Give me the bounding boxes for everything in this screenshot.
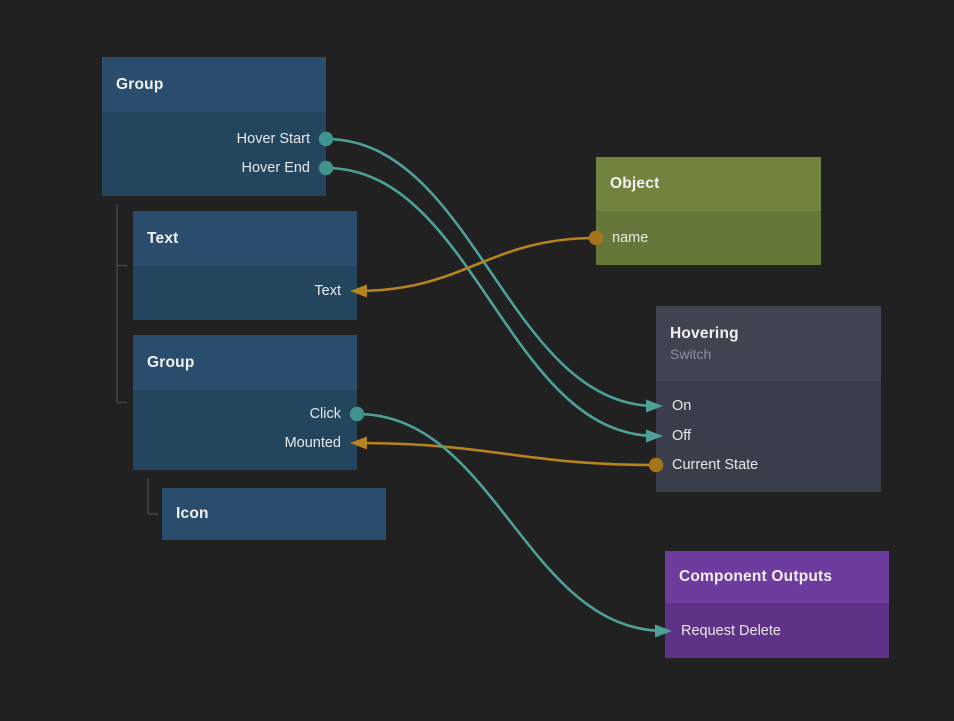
node-header: Component Outputs: [665, 551, 889, 603]
port-group2-mounted[interactable]: Mounted: [284, 435, 341, 451]
node-title: Group: [147, 353, 195, 371]
node-header: Text: [133, 211, 357, 266]
node-title: Icon: [176, 505, 209, 522]
node-title: Text: [147, 229, 179, 247]
node-title: Group: [116, 75, 164, 93]
node-icon1[interactable]: Icon: [162, 488, 386, 540]
node-title: Object: [610, 175, 660, 192]
node-header: Icon: [162, 488, 386, 540]
node-header: Object: [596, 157, 821, 211]
tree-link-group2: [147, 478, 158, 515]
port-hovering-off[interactable]: Off: [672, 428, 692, 444]
node-header: Group: [102, 57, 326, 112]
node-subtitle: Switch: [670, 346, 712, 362]
node-object1[interactable]: Object name: [596, 157, 821, 265]
port-hovering-current-state[interactable]: Current State: [672, 457, 759, 473]
tree-link-group1: [116, 204, 127, 404]
port-group1-hover-start[interactable]: Hover Start: [236, 131, 310, 147]
port-group1-hover-end[interactable]: Hover End: [241, 160, 310, 176]
port-hovering-on[interactable]: On: [672, 398, 692, 414]
node-title: Component Outputs: [679, 568, 833, 585]
port-group2-click[interactable]: Click: [309, 406, 341, 422]
port-text1-text-in[interactable]: Text: [314, 283, 341, 299]
port-object1-name[interactable]: name: [612, 230, 649, 246]
node-header: Group: [133, 335, 357, 390]
port-compout-request-delete[interactable]: Request Delete: [681, 623, 781, 639]
node-title: Hovering: [670, 325, 739, 342]
